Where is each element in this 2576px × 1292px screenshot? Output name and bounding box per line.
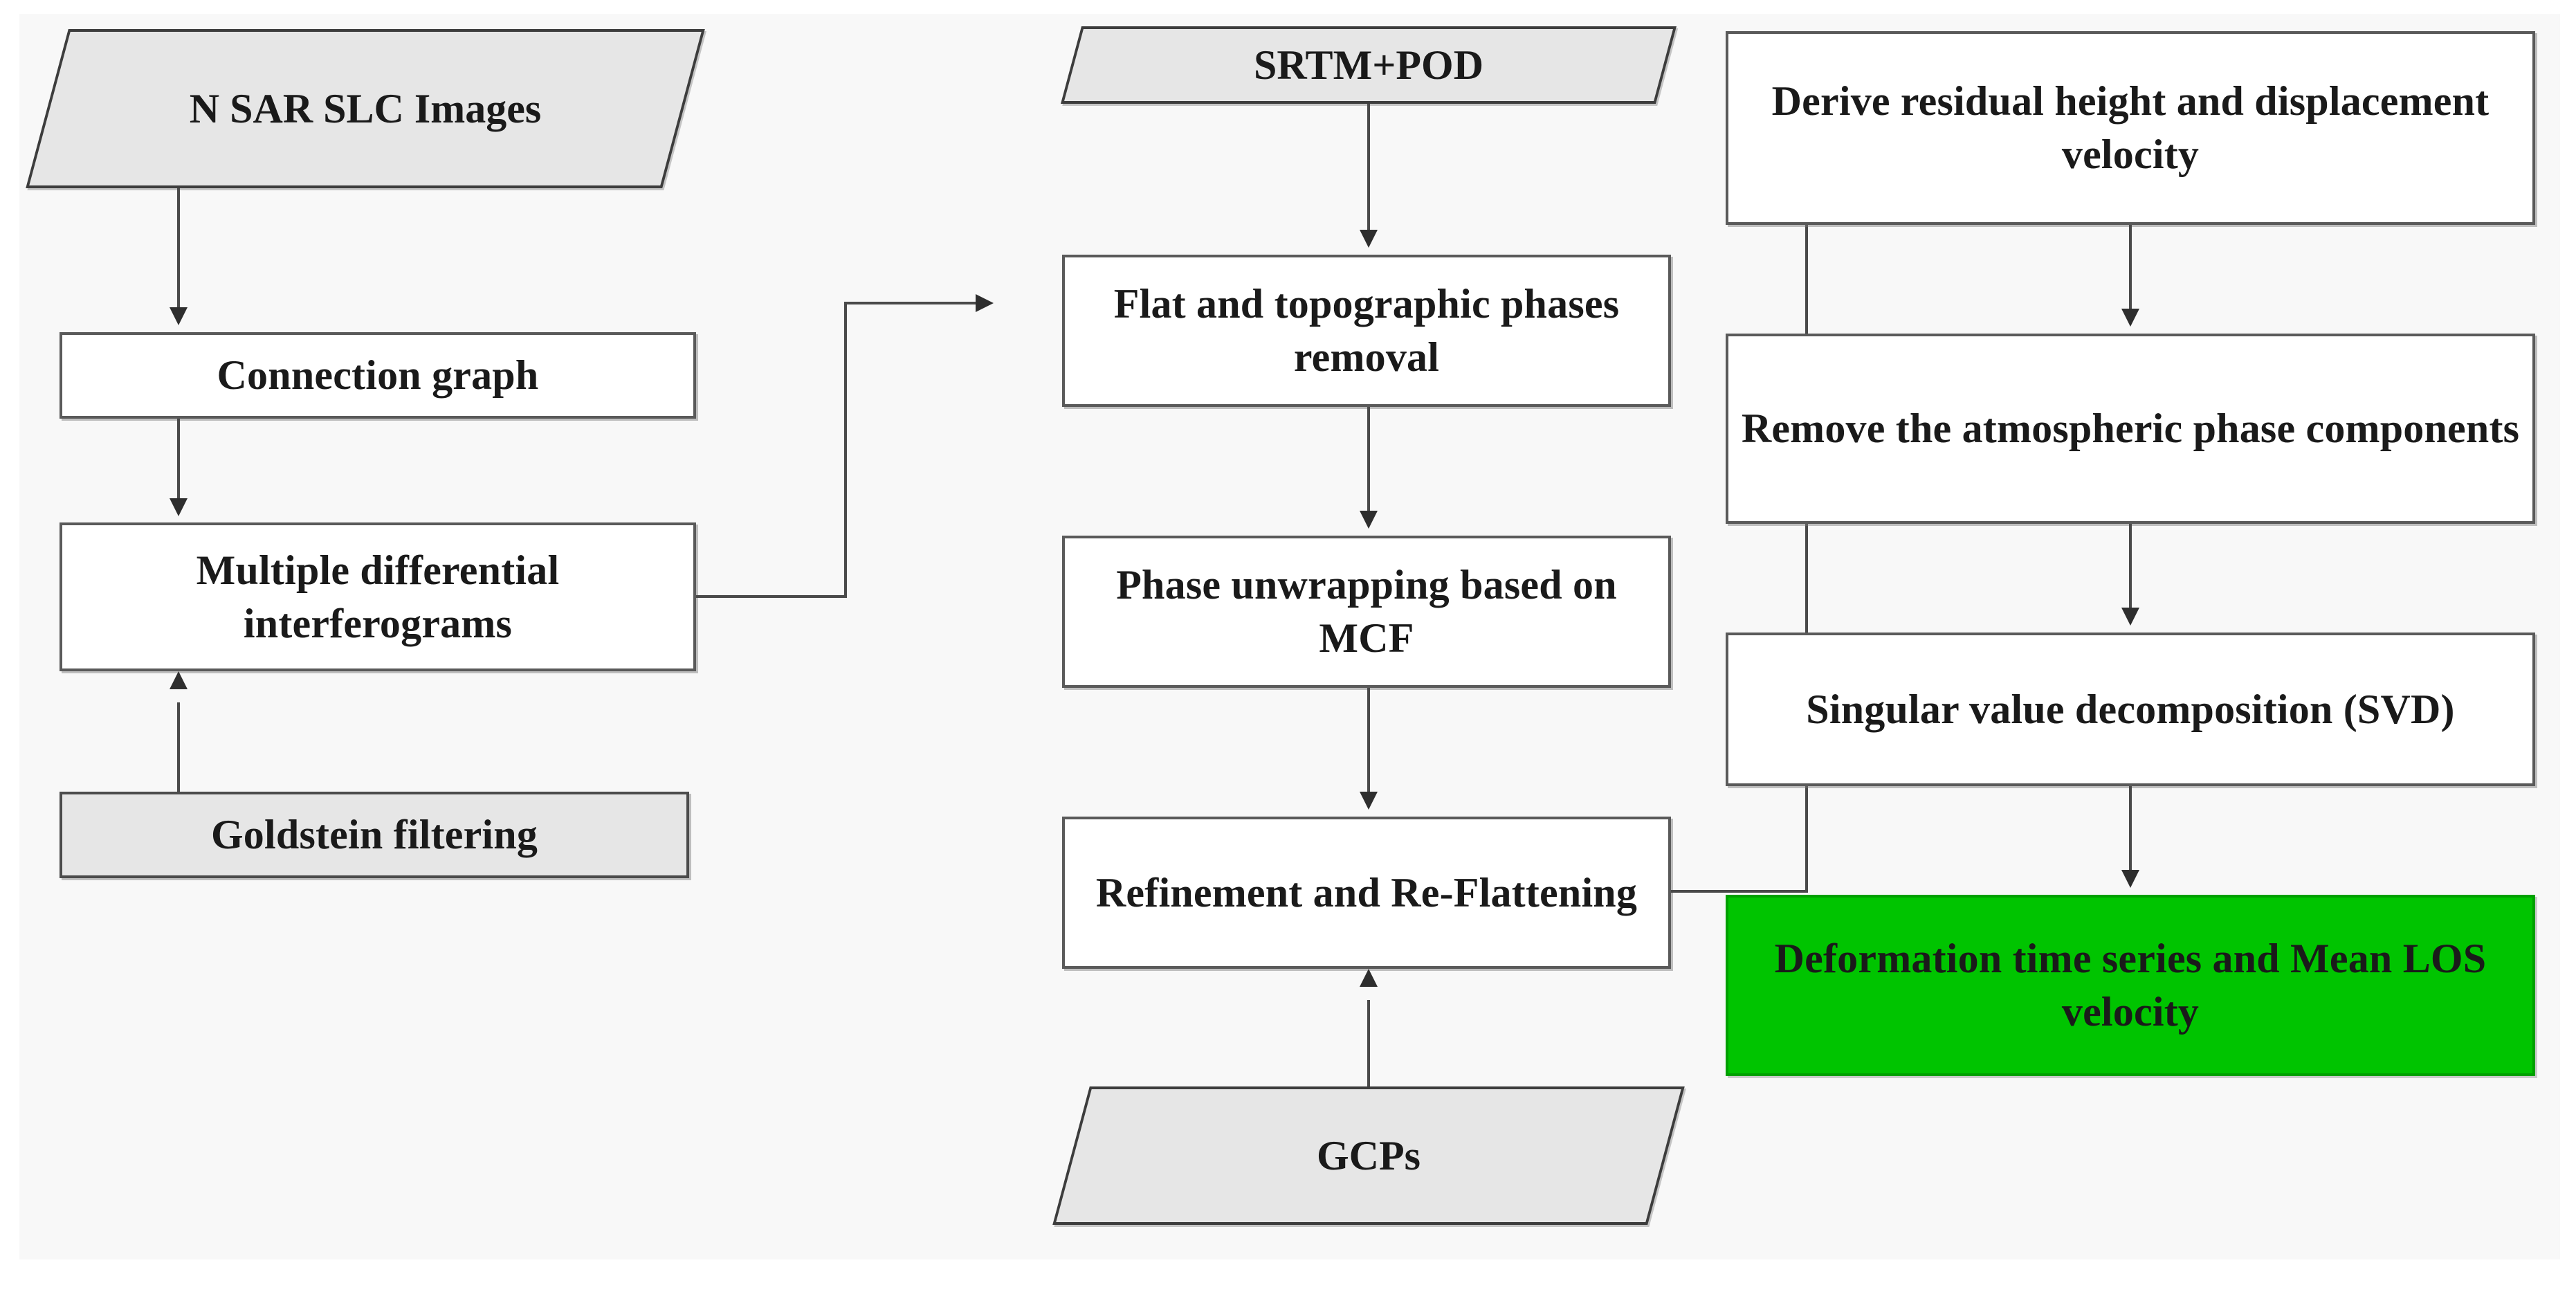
edge-line [2129,225,2132,310]
node-gcps[interactable]: GCPs [1052,1086,1685,1225]
edge-arrow-up [170,671,188,689]
node-label: N SAR SLC Images [189,85,542,131]
node-label: Goldstein filtering [210,812,538,858]
edge-line [1367,1000,1370,1090]
node-label: Refinement and Re-Flattening [1095,869,1638,916]
edge-line [2129,524,2132,609]
edge-arrow-down [2121,870,2139,888]
node-label: Derive residual height and displacement … [1771,78,2490,177]
edge-line [844,302,978,304]
edge-line [177,419,180,500]
edge-line [696,595,847,598]
node-deformation-time-series-and-mean-los-velocity[interactable]: Deformation time series and Mean LOS vel… [1726,895,2535,1076]
edge-arrow-down [2121,309,2139,327]
node-label: Flat and topographic phases removal [1113,281,1620,380]
edge-arrow-down [2121,608,2139,626]
edge-line [844,302,847,598]
edge-line [1367,688,1370,793]
node-label: Remove the atmospheric phase components [1741,406,2520,452]
edge-arrow-down [1360,511,1378,529]
node-label: SRTM+POD [1253,42,1484,88]
edge-line [1671,890,1808,893]
node-label: GCPs [1317,1132,1421,1179]
node-remove-the-atmospheric-phase-components[interactable]: Remove the atmospheric phase components [1726,334,2535,524]
edge-arrow-down [170,307,188,325]
edge-line [177,702,180,792]
node-label: Singular value decomposition (SVD) [1806,686,2455,732]
edge-arrow-down [1360,792,1378,810]
node-goldstein-filtering[interactable]: Goldstein filtering [60,792,689,878]
node-derive-residual-height-and-displacement-velocity[interactable]: Derive residual height and displacement … [1726,31,2535,225]
edge-line [177,188,180,309]
edge-arrow-up [1360,969,1378,987]
edge-line [1367,104,1370,231]
edge-arrow-right [976,294,994,312]
node-connection-graph[interactable]: Connection graph [60,332,696,419]
node-label: Multiple differential interferograms [196,547,560,646]
edge-line [2129,786,2132,871]
edge-line [1367,407,1370,512]
node-srtm-pod[interactable]: SRTM+POD [1060,26,1677,104]
node-label: Phase unwrapping based on MCF [1116,562,1617,661]
edge-arrow-down [1360,230,1378,248]
edge-arrow-down [170,498,188,516]
node-label: Deformation time series and Mean LOS vel… [1774,936,2487,1035]
node-n-sar-slc-images[interactable]: N SAR SLC Images [26,29,705,188]
node-label: Connection graph [217,352,539,399]
node-phase-unwrapping-based-on-mcf[interactable]: Phase unwrapping based on MCF [1062,536,1671,688]
node-flat-and-topographic-phases-removal[interactable]: Flat and topographic phases removal [1062,255,1671,407]
node-refinement-and-re-flattening[interactable]: Refinement and Re-Flattening [1062,817,1671,969]
node-multiple-differential-interferograms[interactable]: Multiple differential interferograms [60,522,696,671]
flowchart-panel: N SAR SLC Images Connection graph Multip… [19,14,2560,1259]
node-singular-value-decomposition-svd[interactable]: Singular value decomposition (SVD) [1726,633,2535,786]
